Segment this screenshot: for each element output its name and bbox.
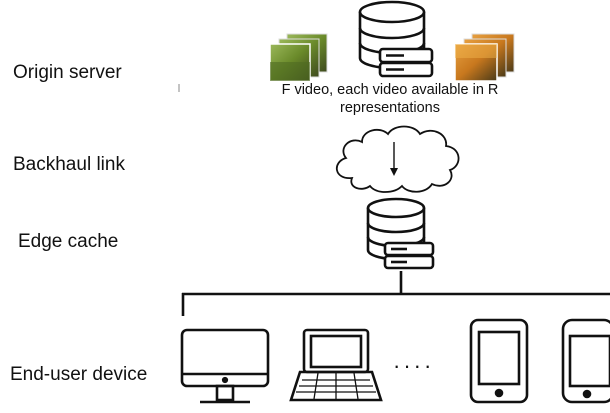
video-thumbnails-icon [454,33,515,82]
edge-server-icon [383,241,435,270]
row-label-edge-cache: Edge cache [18,231,119,252]
device-ellipsis: ···· [393,353,435,378]
origin-caption: F video, each video available in R repre… [230,81,550,117]
laptop-icon [289,328,383,402]
monitor-icon [180,328,270,404]
row-label-backhaul-link: Backhaul link [13,154,125,175]
origin-caption-line2: representations [340,100,440,117]
origin-caption-line1: F video, each video available in R [281,82,499,98]
distribution-bus [181,271,610,316]
cloud-icon [336,125,460,193]
video-thumbnails-icon [269,33,328,82]
tablet-icon [469,318,529,404]
row-label-end-user-device: End-user device [10,364,148,385]
phone-icon [561,318,610,404]
row-label-origin-server: Origin server [13,62,122,83]
origin-server-icon [378,47,434,78]
